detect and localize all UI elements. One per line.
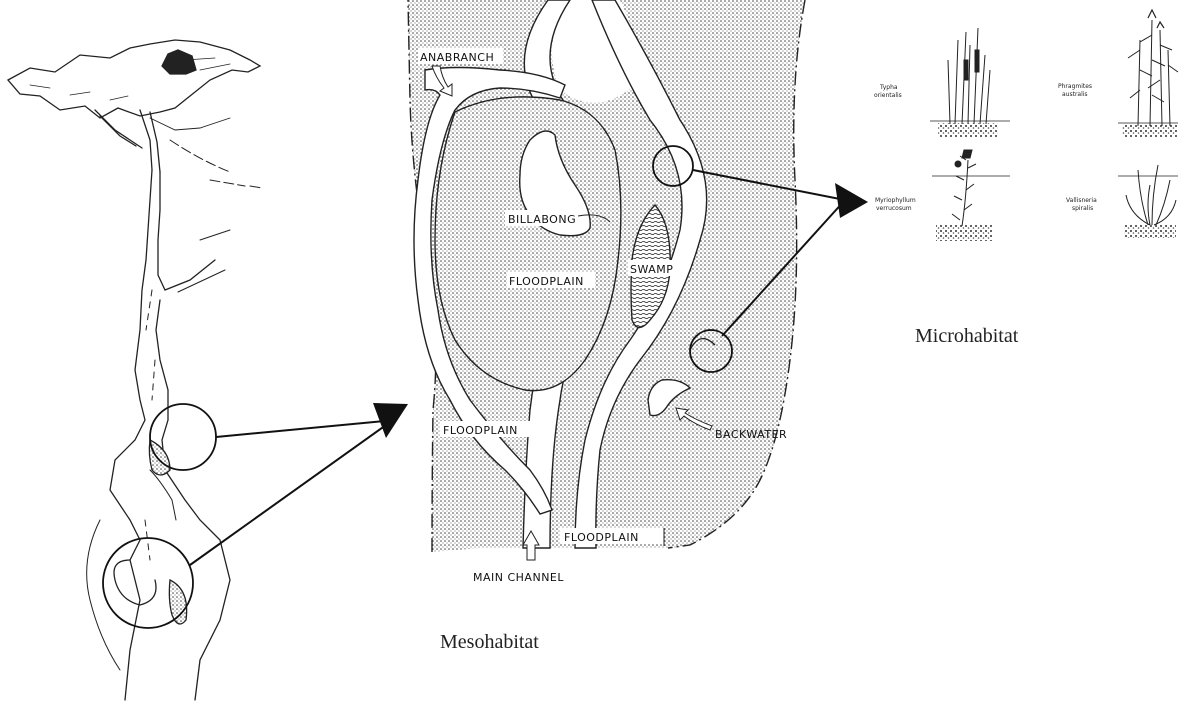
plant-myriophyllum: [932, 150, 1010, 241]
caption-mesohabitat: Mesohabitat: [440, 631, 539, 653]
label-phragmites-genus: Phragmites: [1058, 83, 1092, 90]
mesohabitat-map: [408, 0, 805, 552]
zoom-line-lower: [190, 420, 393, 565]
plant-phragmites: [1118, 10, 1178, 137]
plant-typha: [930, 28, 1010, 137]
caption-microhabitat: Microhabitat: [915, 325, 1019, 347]
label-phragmites-species: australis: [1062, 91, 1088, 98]
floodplain-island: [435, 97, 621, 391]
label-backwater: BACKWATER: [715, 428, 787, 441]
label-typha-species: orientalis: [874, 92, 902, 99]
cliff-rock: [162, 50, 196, 74]
label-vallisneria-species: spiralis: [1072, 205, 1093, 212]
label-floodplain-bottom: FLOODPLAIN: [564, 531, 639, 544]
label-myriophyllum-genus: Myriophyllum: [875, 197, 916, 204]
plant-vallisneria: [1118, 165, 1178, 238]
focus-circle-upper: [150, 404, 216, 470]
label-floodplain-center: FLOODPLAIN: [509, 275, 584, 288]
label-anabranch: ANABRANCH: [420, 51, 494, 64]
label-floodplain-left: FLOODPLAIN: [443, 424, 518, 437]
label-vallisneria-genus: Vallisneria: [1066, 197, 1097, 204]
river-left-bank: [110, 170, 152, 700]
sand-bar: [149, 440, 170, 475]
label-billabong: BILLABONG: [508, 213, 576, 226]
label-main-channel: MAIN CHANNEL: [473, 571, 564, 584]
label-swamp: SWAMP: [630, 263, 673, 276]
label-typha-genus: Typha: [879, 84, 898, 91]
label-myriophyllum-species: verrucosum: [876, 205, 912, 212]
zoom-line-upper: [216, 420, 395, 437]
microhabitat-panel: Typha orientalis Phragmites australis My…: [874, 10, 1178, 347]
zoom-arrowhead-micro: [835, 183, 868, 218]
zoom-arrowhead-meso: [373, 403, 408, 438]
river-landscape-sketch: [8, 40, 262, 700]
mountain-ridge: [8, 40, 260, 118]
